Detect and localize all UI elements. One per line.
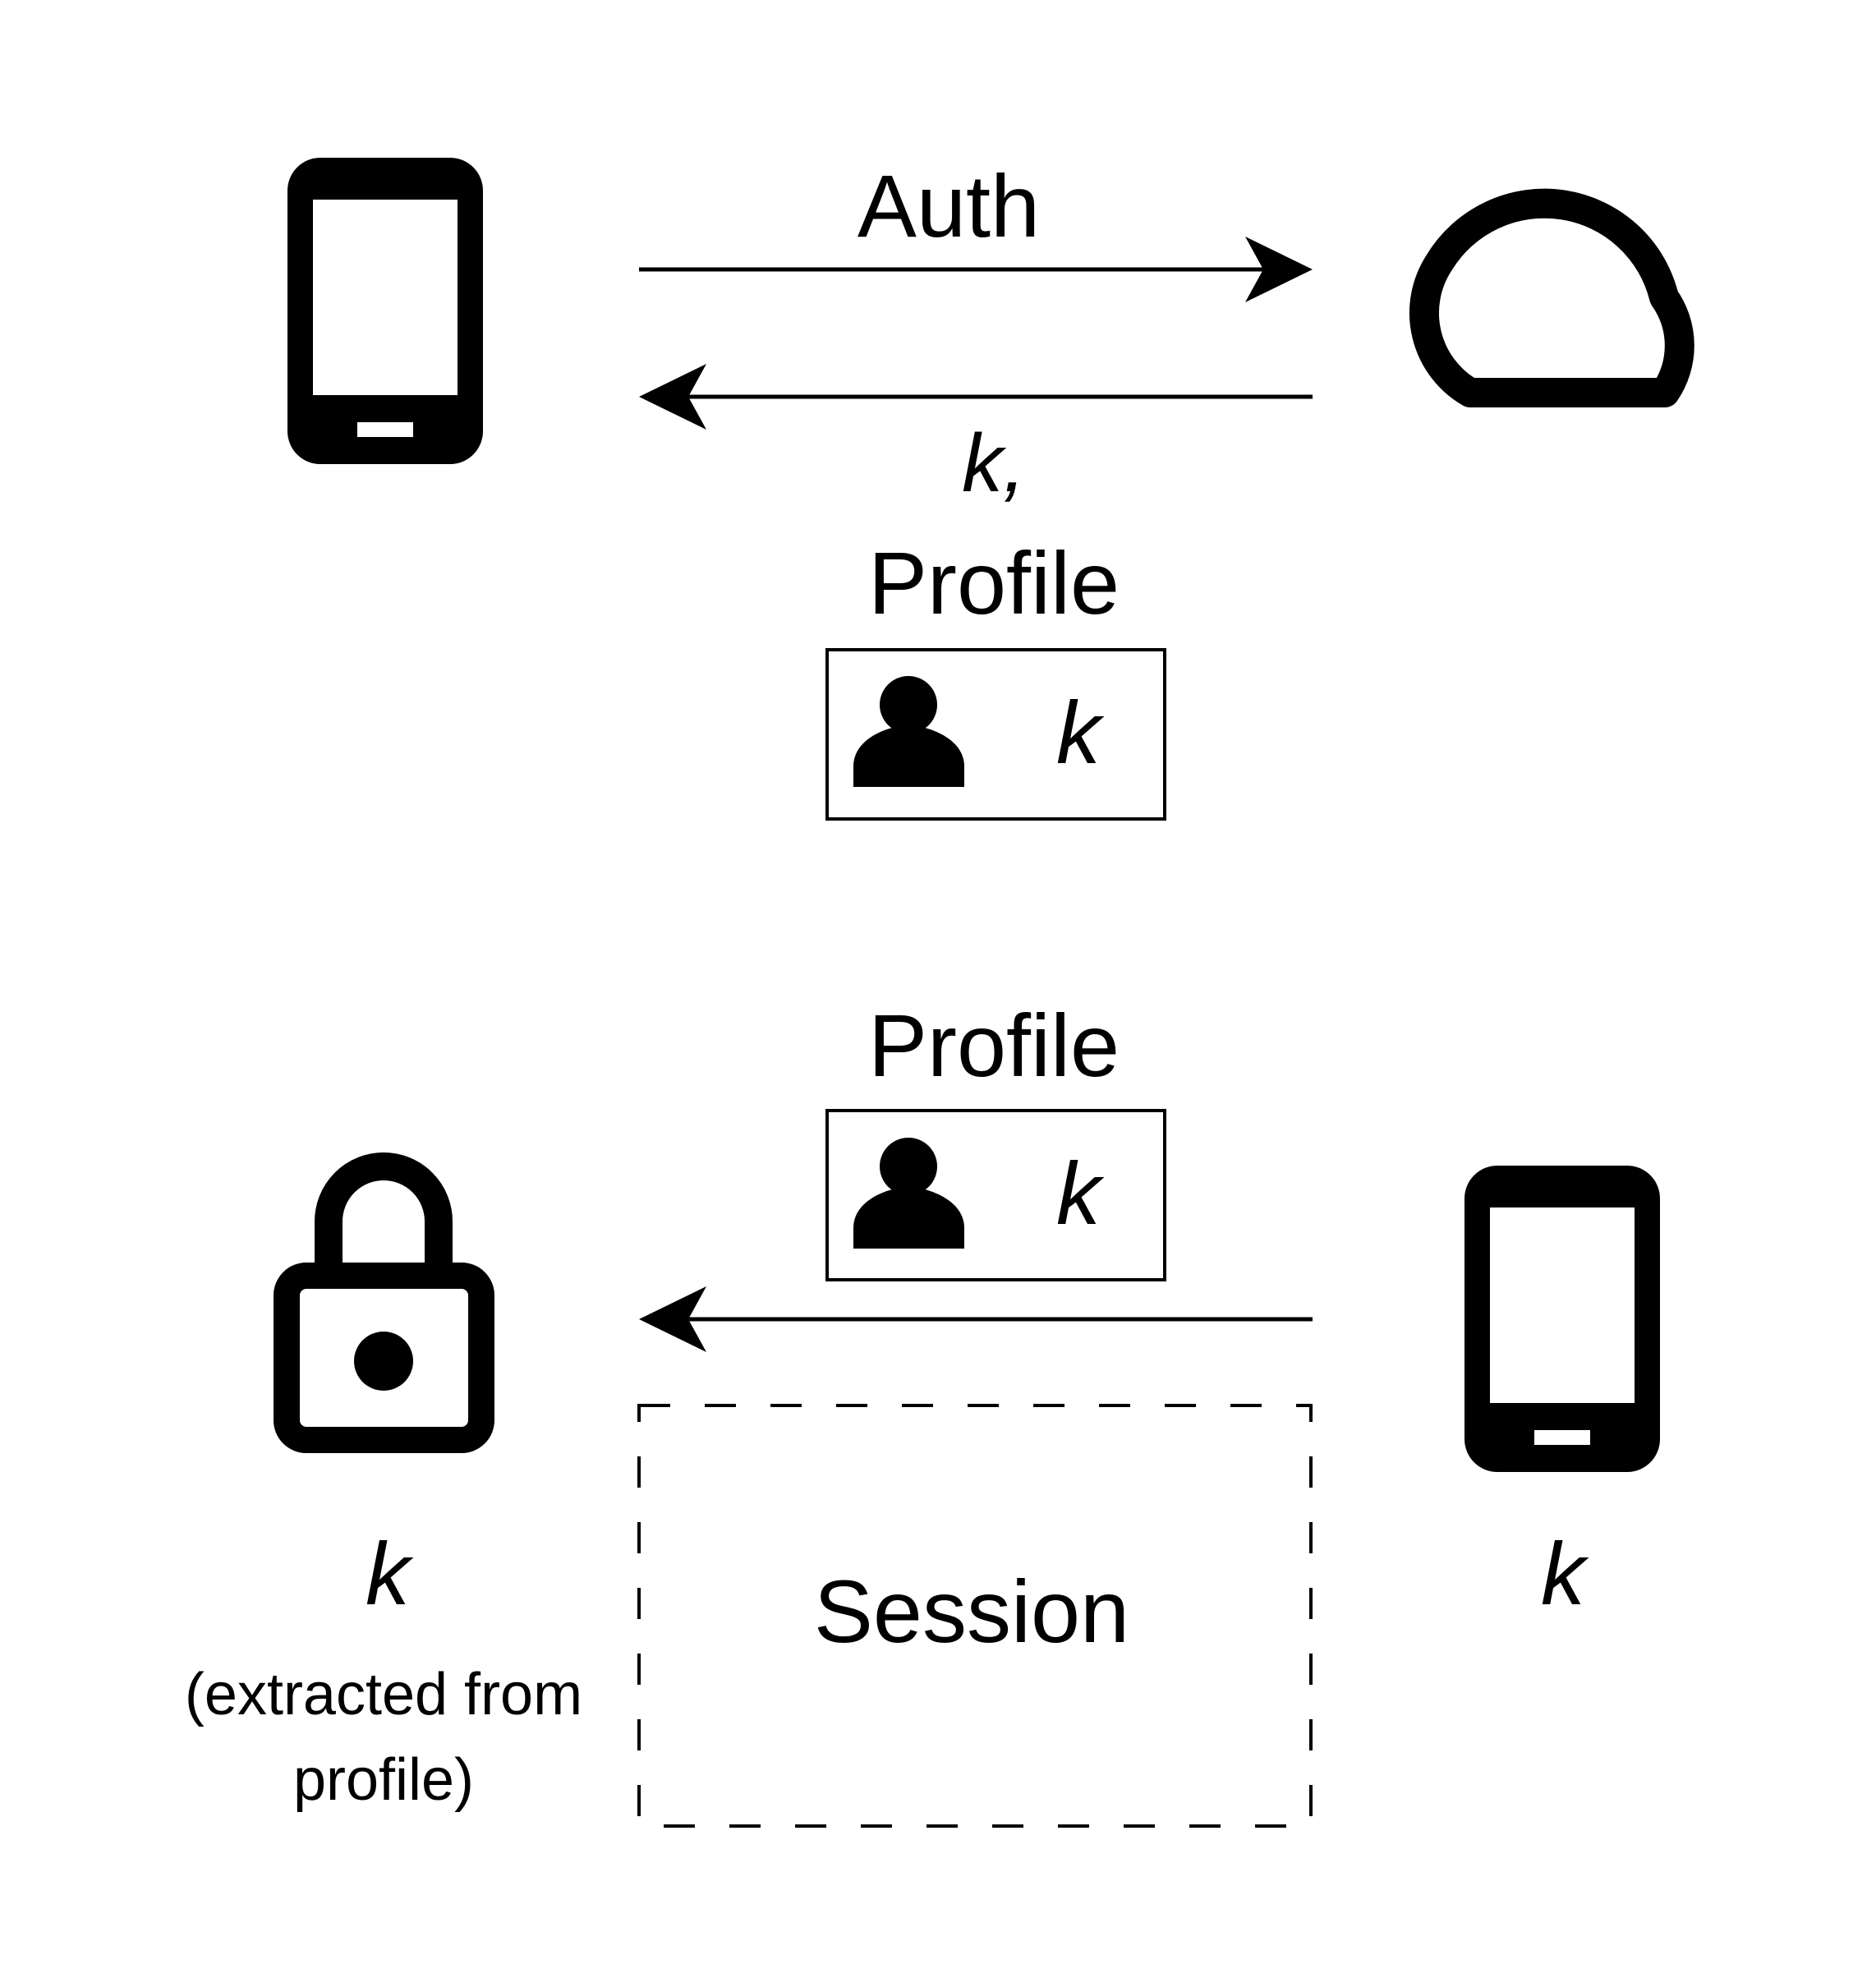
- padlock-icon: [274, 1152, 494, 1453]
- smartphone-icon: [287, 158, 483, 464]
- profile-card-key: k: [1056, 1143, 1105, 1243]
- smartphone-icon: [1464, 1166, 1660, 1472]
- lock-note-line1: (extracted from: [185, 1662, 582, 1727]
- profile-card-top: k: [825, 648, 1166, 821]
- key-return-arrow: [639, 364, 1313, 430]
- lock-key: k: [366, 1524, 414, 1623]
- auth-label: Auth: [858, 156, 1040, 255]
- profile-send-arrow: [639, 1286, 1313, 1352]
- person-icon: [853, 676, 964, 787]
- session-box: Session: [637, 1404, 1313, 1828]
- profile-label-top: Profile: [868, 533, 1120, 632]
- profile-label-bottom: Profile: [868, 996, 1120, 1095]
- auth-arrow: [639, 237, 1313, 302]
- person-icon: [853, 1138, 964, 1249]
- phone-key: k: [1541, 1524, 1589, 1623]
- session-label: Session: [814, 1562, 1129, 1661]
- profile-card-key: k: [1056, 683, 1105, 782]
- cloud-icon: [1409, 188, 1694, 407]
- key-comma-label: k,: [962, 417, 1026, 509]
- lock-note-line2: profile): [293, 1747, 474, 1813]
- profile-card-bottom: k: [825, 1109, 1166, 1281]
